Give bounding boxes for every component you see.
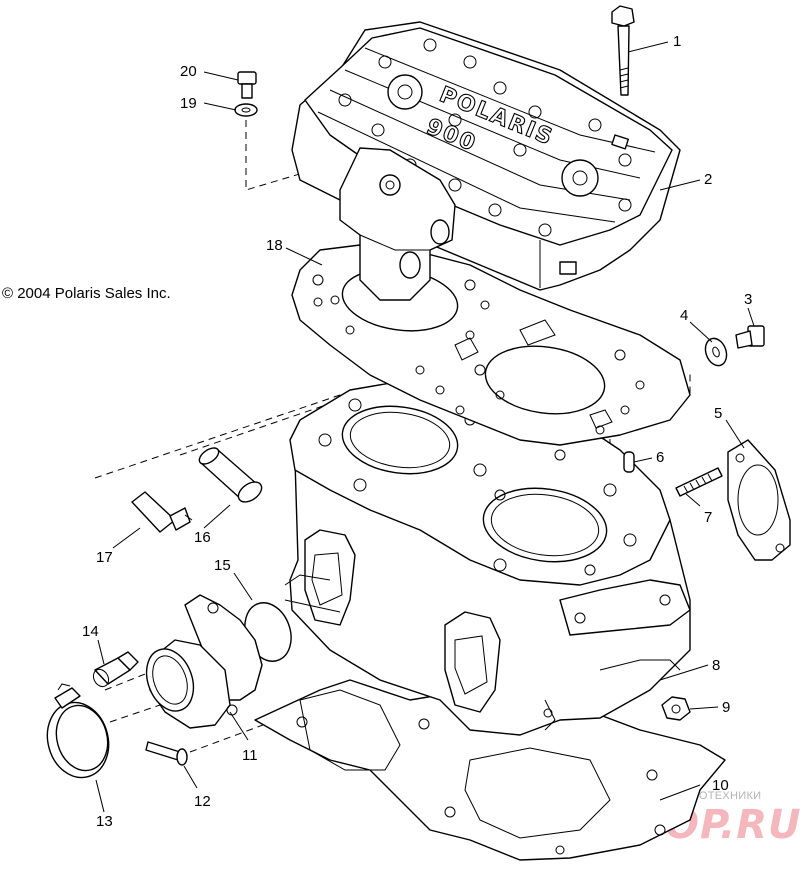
sensor-part-17	[131, 491, 193, 533]
callout-labels: 1 2 3 4 5 6 7 8 9 10 11 12 13 14 15 16 1…	[82, 33, 752, 830]
callout-10: 10	[712, 777, 729, 794]
callout-9: 9	[722, 699, 730, 716]
bolt-part-14	[92, 651, 139, 688]
stud-part-7	[675, 467, 723, 497]
callout-17: 17	[96, 549, 113, 566]
callout-14: 14	[82, 623, 99, 640]
callout-6: 6	[656, 449, 664, 466]
thermostat-housing	[339, 147, 456, 301]
callout-3: 3	[744, 291, 752, 308]
cylinder-block	[284, 377, 691, 736]
leader-lines	[95, 41, 755, 813]
gasket-part-5	[727, 439, 791, 561]
callout-11: 11	[242, 747, 258, 764]
nut-part-9	[661, 696, 691, 721]
callout-4: 4	[680, 307, 688, 324]
screw-part-12	[145, 741, 188, 766]
callout-15: 15	[214, 557, 231, 574]
hose-clamp-part-13	[46, 683, 110, 779]
callout-7: 7	[704, 509, 712, 526]
washer-part-4	[704, 337, 728, 367]
washer-part-19	[234, 103, 258, 117]
callout-13: 13	[96, 813, 113, 830]
sleeve-part-16	[198, 447, 263, 503]
callout-18: 18	[266, 237, 283, 254]
dowel-pin-part-6	[623, 451, 635, 473]
callout-19: 19	[180, 95, 197, 112]
callout-8: 8	[712, 657, 720, 674]
callout-5: 5	[714, 405, 722, 422]
callout-12: 12	[194, 793, 211, 810]
bolt-part-1	[611, 5, 635, 96]
copyright-text: © 2004 Polaris Sales Inc.	[2, 285, 171, 302]
intake-flange-part-11	[145, 594, 263, 729]
callout-2: 2	[704, 171, 712, 188]
bolt-part-3	[735, 325, 765, 349]
callout-20: 20	[180, 63, 197, 80]
screw-part-20	[237, 71, 257, 99]
callout-16: 16	[194, 529, 211, 546]
callout-1: 1	[673, 33, 681, 50]
